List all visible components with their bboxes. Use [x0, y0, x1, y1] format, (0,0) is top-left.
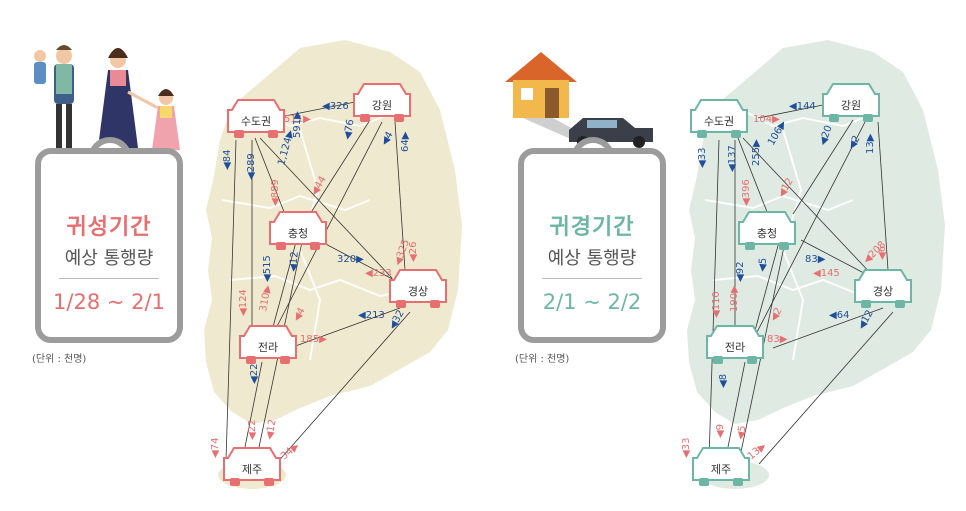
region-gyeongsang: 경상	[854, 269, 912, 308]
flow-lines	[225, 99, 411, 465]
region-capital: 수도권	[690, 99, 748, 138]
return-info-card: 귀경기간 예상 통행량 2/1 ~ 2/2	[518, 148, 666, 343]
return-map: ◀144 104▶ 255▶ ◀396 106▶ ◀208 ◀137 ◀110 …	[505, 40, 945, 489]
flow-ch-to-gs: 320▶	[337, 254, 364, 265]
region-capital: 수도권	[227, 99, 285, 138]
return-dates: 2/1 ~ 2/2	[542, 290, 642, 314]
family-illustration	[34, 45, 180, 150]
return-unit-label: (단위 : 천명)	[515, 354, 570, 365]
region-gangwon: 강원	[822, 83, 880, 122]
flow-gw-to-cap: 104▶	[753, 114, 780, 125]
flow-cap-to-jl: ◀137	[727, 145, 738, 172]
flow-gs-to-gw: ◀6	[877, 246, 888, 260]
return-panel: ◀144 104▶ 255▶ ◀396 106▶ ◀208 ◀137 ◀110 …	[483, 0, 966, 511]
flow-gs-to-ch: ◀233	[365, 268, 392, 279]
seol-panel: ◀326 511▶ 1,124▶ ◀889 591▶ ◀325 ◀289 ◀12…	[32, 40, 462, 489]
flow-ch-to-cap: ◀396	[741, 179, 752, 206]
region-car-icons: 수도권 강원 충청 경상 전라 제주	[223, 83, 447, 486]
flow-gs-to-jl: 185▶	[300, 334, 327, 345]
return-subtitle: 예상 통행량	[547, 248, 637, 269]
flow-gw-to-gs: 13▶	[865, 133, 876, 154]
region-jeju: 제주	[223, 447, 281, 486]
seol-unit-label: (단위 : 천명)	[32, 354, 87, 365]
flow-cap-to-gw: ◀144	[789, 101, 816, 112]
flow-gs-to-gw: ◀26	[408, 242, 419, 262]
flow-jl-to-jj: ◀8	[718, 374, 729, 388]
flow-ch-to-jl: ◀515	[262, 255, 273, 282]
flow-ch-to-jj: ◀12	[288, 251, 301, 272]
flow-jl-to-ch: 190▶	[729, 285, 740, 312]
flow-ch-to-jl: ◀92	[735, 262, 746, 282]
flow-gw-to-cap: 511▶	[284, 114, 311, 125]
region-gangwon: 강원	[353, 83, 411, 122]
flow-cap-to-jj: ◀84	[222, 150, 233, 170]
region-chungcheong: 충청	[269, 211, 327, 250]
region-jeju: 제주	[692, 447, 750, 486]
flow-jl-to-cap: ◀124	[238, 289, 249, 316]
flow-cap-to-ch: 255▶	[751, 139, 762, 166]
seol-info-card: 귀성기간 예상 통행량 1/28 ~ 2/1	[35, 148, 183, 343]
seol-subtitle: 예상 통행량	[64, 248, 154, 269]
svg-text:수도권: 수도권	[241, 115, 271, 128]
svg-text:강원: 강원	[372, 99, 392, 112]
flow-jj-to-gs: 34▶	[279, 441, 302, 463]
seol-dates: 1/28 ~ 2/1	[53, 290, 165, 314]
flow-gw-to-gs: 64▶	[400, 131, 411, 152]
flow-gs-to-ch: ◀145	[813, 268, 840, 279]
flow-jl-to-ch: 310▶	[258, 284, 274, 313]
svg-text:충청: 충청	[288, 227, 308, 240]
house-car-illustration	[505, 52, 653, 148]
svg-text:전라: 전라	[725, 341, 745, 354]
flow-jj-to-cap: ◀74	[210, 438, 221, 458]
flow-ch-to-cap: ◀889	[270, 179, 281, 206]
svg-text:충청: 충청	[757, 227, 777, 240]
region-jeolla: 전라	[706, 325, 764, 364]
region-gyeongsang: 경상	[389, 269, 447, 308]
flow-ch-to-jj: ◀5	[757, 257, 769, 272]
flow-jl-to-jj: ◀22	[249, 364, 260, 384]
card-divider	[542, 278, 642, 279]
flow-gw-to-ch: ◀76	[342, 118, 356, 140]
svg-text:경상: 경상	[873, 285, 893, 298]
svg-text:수도권: 수도권	[704, 115, 734, 128]
flow-cap-to-gs: 591▶	[292, 111, 303, 138]
svg-text:강원: 강원	[841, 99, 861, 112]
flow-jl-to-gs: ◀64	[829, 310, 849, 321]
flow-jj-to-jl: ◀9	[715, 424, 726, 438]
card-divider	[59, 278, 159, 279]
flow-jl-to-cap: ◀110	[711, 291, 722, 318]
flow-jj-to-ch: ◀5	[735, 425, 748, 441]
svg-text:경상: 경상	[408, 285, 428, 298]
svg-text:제주: 제주	[242, 463, 262, 476]
flow-ch-to-gs: 83▶	[805, 254, 826, 265]
flow-cap-to-jl: ◀289	[246, 153, 257, 180]
region-chungcheong: 충청	[738, 211, 796, 250]
flow-jj-to-jl: ◀22	[247, 420, 258, 440]
region-jeolla: 전라	[239, 325, 297, 364]
flow-jl-to-gs: ◀213	[358, 310, 385, 321]
svg-text:제주: 제주	[711, 463, 731, 476]
flow-jj-to-ch: ◀12	[264, 418, 278, 440]
region-car-icons: 수도권 강원 충청 경상 전라 제주	[690, 83, 912, 486]
flow-cap-to-jj: ◀33	[697, 148, 708, 168]
flow-cap-to-gw: ◀326	[322, 101, 349, 112]
seol-map: ◀326 511▶ 1,124▶ ◀889 591▶ ◀325 ◀289 ◀12…	[34, 40, 462, 489]
flow-gs-to-jl: 83▶	[767, 334, 788, 345]
flow-labels: ◀326 511▶ 1,124▶ ◀889 591▶ ◀325 ◀289 ◀12…	[210, 101, 419, 462]
return-title: 귀경기간	[549, 215, 635, 240]
flow-jj-to-cap: ◀33	[681, 438, 692, 458]
svg-text:전라: 전라	[258, 341, 278, 354]
seol-title: 귀성기간	[66, 215, 152, 240]
